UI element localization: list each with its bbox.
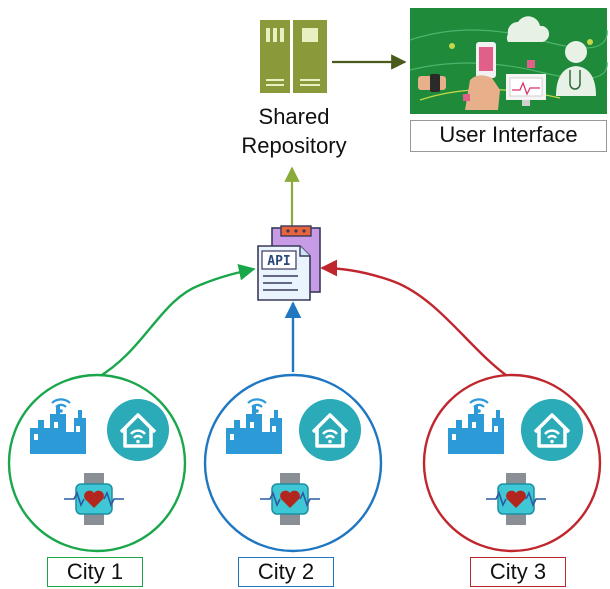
city-2-label: City 2: [238, 557, 334, 587]
city-3-label: City 3: [470, 557, 566, 587]
repository-label-line2: Repository: [241, 133, 347, 158]
city-1-cluster: [7, 373, 187, 553]
repository-label: Shared Repository: [220, 102, 368, 160]
city1-to-api-arrow: [96, 263, 256, 380]
city-2-cluster: [203, 373, 383, 553]
city-3-cluster: [422, 373, 602, 553]
city-1-label: City 1: [47, 557, 143, 587]
server-rack-icon: [260, 20, 327, 93]
smart-home-icon: [519, 397, 585, 463]
api-label: API: [267, 254, 290, 269]
smart-home-icon: [105, 397, 171, 463]
smart-home-icon: [297, 397, 363, 463]
repository-label-line1: Shared: [258, 104, 330, 129]
city3-to-api-arrow: [320, 259, 511, 379]
user-interface-label: User Interface: [410, 120, 607, 152]
health-monitoring-illustration: [409, 8, 608, 114]
api-document-icon: API: [257, 225, 321, 301]
